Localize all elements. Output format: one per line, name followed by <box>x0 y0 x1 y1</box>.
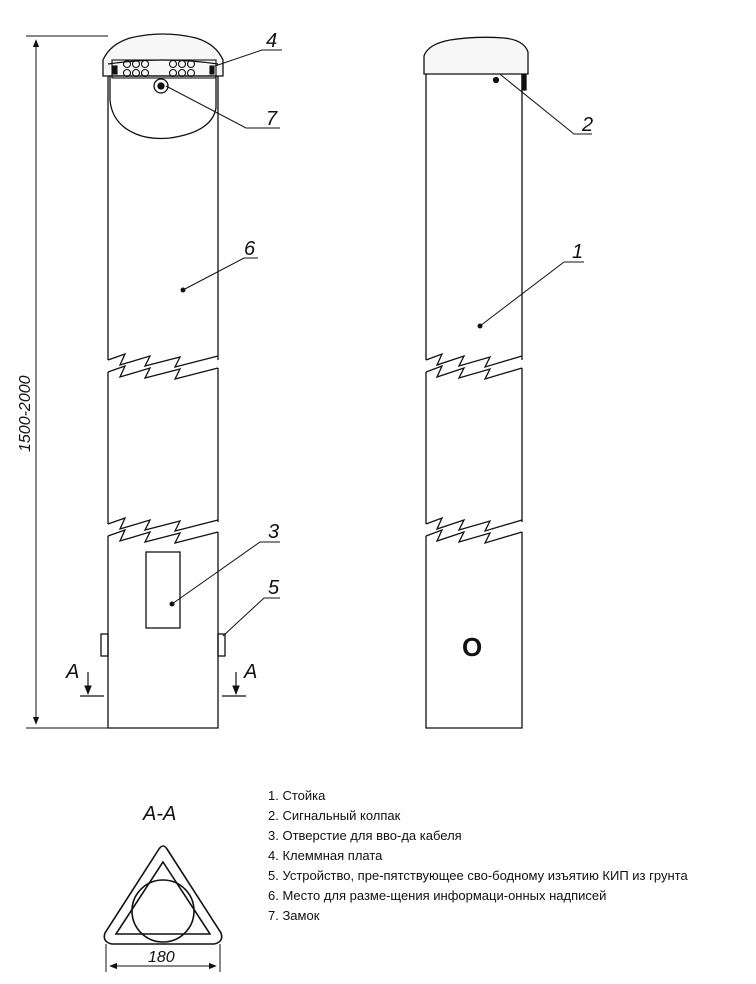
rear-view <box>425 74 523 729</box>
legend-item-2: 2. Сигнальный колпак <box>268 808 401 823</box>
lock <box>153 78 169 94</box>
legend-item-6: 6. Место для разме-щения информаци-онных… <box>268 888 607 903</box>
height-dimension-label: 1500-2000 <box>17 375 34 452</box>
section-cut-label-left: А <box>65 661 79 683</box>
cable-entry-opening <box>145 551 181 629</box>
callout-1: 1 <box>572 241 583 263</box>
callout-7: 7 <box>266 108 278 130</box>
front-cap <box>102 33 224 77</box>
legend-item-7: 7. Замок <box>268 908 320 923</box>
height-dimension <box>26 35 108 729</box>
callout-3: 3 <box>268 521 279 543</box>
information-plate-window <box>109 75 217 140</box>
callout-2: 2 <box>581 114 593 136</box>
legend-item-4: 4. Клеммная плата <box>268 848 383 863</box>
width-dimension-label: 180 <box>148 949 175 966</box>
callout-6: 6 <box>244 238 256 260</box>
legend-item-1: 1. Стойка <box>268 788 326 803</box>
section-view <box>103 845 223 945</box>
legend: 1. Стойка 2. Сигнальный колпак 3. Отверс… <box>268 786 754 926</box>
legend-item-3: 3. Отверстие для вво-да кабеля <box>268 828 462 843</box>
anti-removal-device <box>100 633 226 657</box>
rear-marking: O <box>462 632 482 662</box>
callout-5: 5 <box>268 577 280 599</box>
leader-lines <box>165 49 592 637</box>
signal-cap <box>423 36 529 91</box>
section-title: А-А <box>142 803 176 825</box>
callout-4: 4 <box>266 30 277 52</box>
section-cut-label-right: А <box>243 661 257 683</box>
leader-points <box>169 47 483 607</box>
legend-item-5: 5. Устройство, пре-пятствующее сво-бодно… <box>268 868 688 883</box>
section-cut-marks <box>80 672 246 697</box>
width-dimension <box>105 944 221 972</box>
terminal-board <box>111 59 217 79</box>
